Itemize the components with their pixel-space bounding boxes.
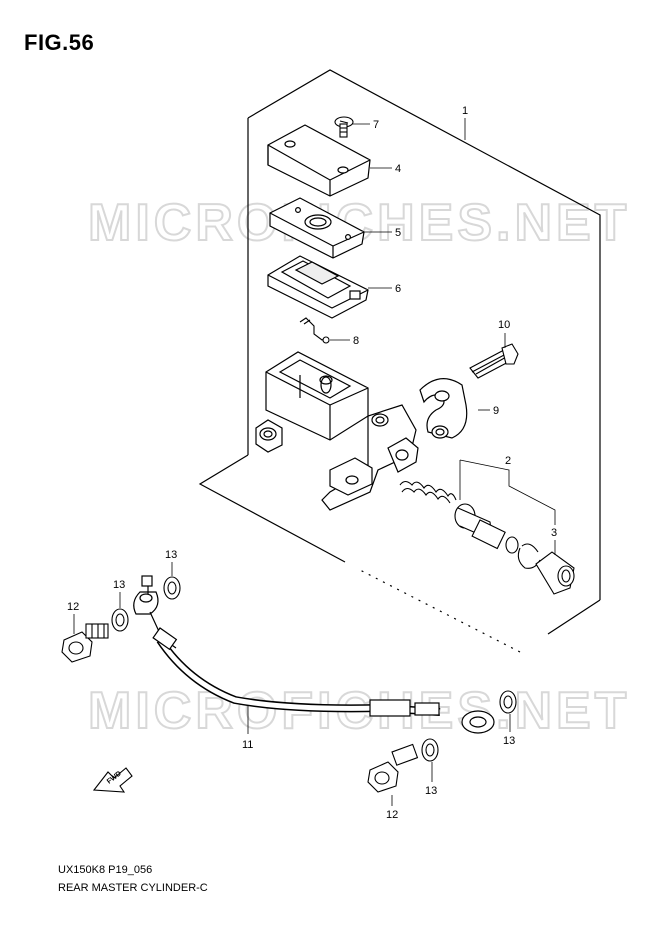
- callout-13-top: 13: [165, 549, 177, 561]
- diaphragm-plate: [269, 197, 365, 259]
- callout-6: 6: [395, 283, 401, 295]
- cap-screw: [334, 116, 354, 138]
- callout-1: 1: [462, 105, 468, 117]
- callout-4: 4: [395, 163, 401, 175]
- callout-labels: 1 2 3 4 5 6 7 8 9 10 11 12 12 13 13 13 1…: [67, 105, 557, 821]
- model-code: UX150K8 P19_056: [58, 864, 153, 876]
- callout-13-bottom: 13: [425, 785, 437, 797]
- union-bolts: [61, 623, 419, 793]
- brake-hose: [133, 575, 495, 734]
- callout-12-left: 12: [67, 601, 79, 613]
- piston-kit: [399, 480, 519, 554]
- callout-13-left: 13: [113, 579, 125, 591]
- circlip-and-boot: [517, 543, 575, 595]
- figure-caption: REAR MASTER CYLINDER-C: [58, 882, 208, 894]
- split-bracket: [419, 378, 468, 439]
- reservoir-cap: [267, 124, 371, 197]
- callout-3: 3: [551, 527, 557, 539]
- mounting-bolt: [469, 343, 519, 379]
- callout-8: 8: [353, 335, 359, 347]
- figure-title: FIG.56: [24, 30, 95, 55]
- callout-2: 2: [505, 455, 511, 467]
- forward-arrow-icon: FWD: [92, 767, 133, 793]
- callout-9: 9: [493, 405, 499, 417]
- diaphragm: [267, 255, 369, 319]
- leader-lines-lower: [73, 562, 511, 806]
- sealing-washers: [111, 576, 517, 762]
- hose-clip: [299, 317, 330, 344]
- callout-5: 5: [395, 227, 401, 239]
- callout-12-bottom: 12: [386, 809, 398, 821]
- leader-lines: [330, 118, 556, 555]
- assembly-boundary: [198, 69, 601, 653]
- callout-11: 11: [242, 739, 253, 751]
- callout-10: 10: [498, 319, 510, 331]
- callout-13-right: 13: [503, 735, 515, 747]
- master-cylinder-body: [255, 351, 419, 511]
- callout-7: 7: [373, 119, 379, 131]
